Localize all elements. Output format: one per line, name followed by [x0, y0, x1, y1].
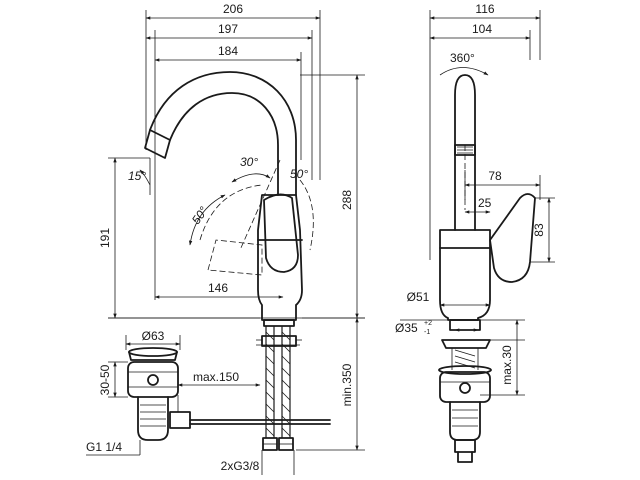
waste-rod-connector: [169, 411, 191, 429]
side-lever-handle: [489, 193, 536, 283]
dim-handle-offset: 25: [478, 196, 492, 210]
side-waste-plug: [438, 365, 492, 375]
mounting-nut: [263, 319, 295, 327]
dim-hose-connection: 2xG3/8: [221, 459, 260, 473]
dim-mounting-hole: Ø35: [395, 321, 418, 335]
dim-overall-height: 288: [340, 190, 354, 210]
dim-waste-height-range: 30-50: [98, 364, 112, 395]
tolerance-lower: -1: [424, 329, 430, 336]
angle-rotation: 360°: [450, 51, 475, 65]
dim-base-diameter: Ø51: [407, 290, 430, 304]
dim-waste-thread: G1 1/4: [86, 440, 122, 454]
dim-rod-length-max: max.150: [193, 370, 239, 384]
dim-width-overall: 206: [223, 2, 243, 16]
dim-deck-thickness-max: max.30: [500, 345, 514, 385]
waste-view: Ø63 30-50 max.150 G1 1/4: [86, 329, 331, 456]
dim-depth-overall: 116: [475, 2, 494, 16]
angle-spout-tilt: 15°: [128, 169, 146, 183]
dim-depth-inner: 104: [472, 22, 492, 36]
dim-spout-reach-outer: 197: [218, 22, 238, 36]
spout-outer: [149, 71, 297, 196]
dim-spout-reach-inner: 184: [218, 44, 238, 58]
side-view: 116 104 360° 78 25 83 Ø51: [395, 2, 555, 463]
faucet-body: [257, 194, 303, 321]
dim-waste-diameter: Ø63: [142, 329, 165, 343]
side-body: [439, 229, 491, 321]
spout-inner: [169, 92, 279, 196]
side-spout: [454, 74, 476, 231]
dim-spout-outlet-height: 191: [98, 228, 112, 248]
lever-handle: [263, 193, 299, 273]
front-view: 206 197 184 15° 30° 50° 50° 146: [98, 2, 365, 475]
dim-below-deck: min.350: [340, 363, 354, 406]
dim-handle-reach: 146: [208, 281, 228, 295]
side-waste-body: [439, 371, 491, 403]
waste-body: [127, 361, 179, 398]
dim-handle-projection: 78: [488, 169, 502, 183]
angle-handle-forward: 50°: [290, 167, 308, 181]
spout-outlet: [144, 129, 171, 159]
waste-plug: [128, 347, 178, 357]
angle-handle-back: 30°: [240, 155, 258, 169]
dim-handle-height: 83: [532, 223, 546, 237]
tolerance-upper: +2: [424, 320, 432, 327]
